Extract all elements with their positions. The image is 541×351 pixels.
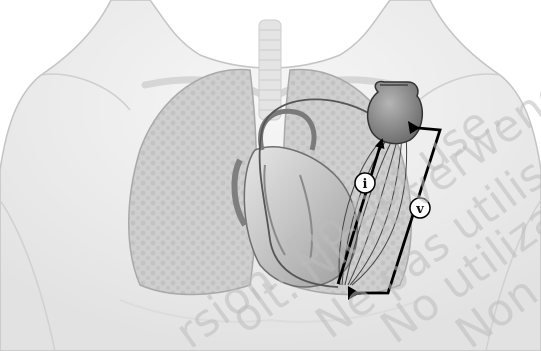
trachea <box>259 20 281 120</box>
